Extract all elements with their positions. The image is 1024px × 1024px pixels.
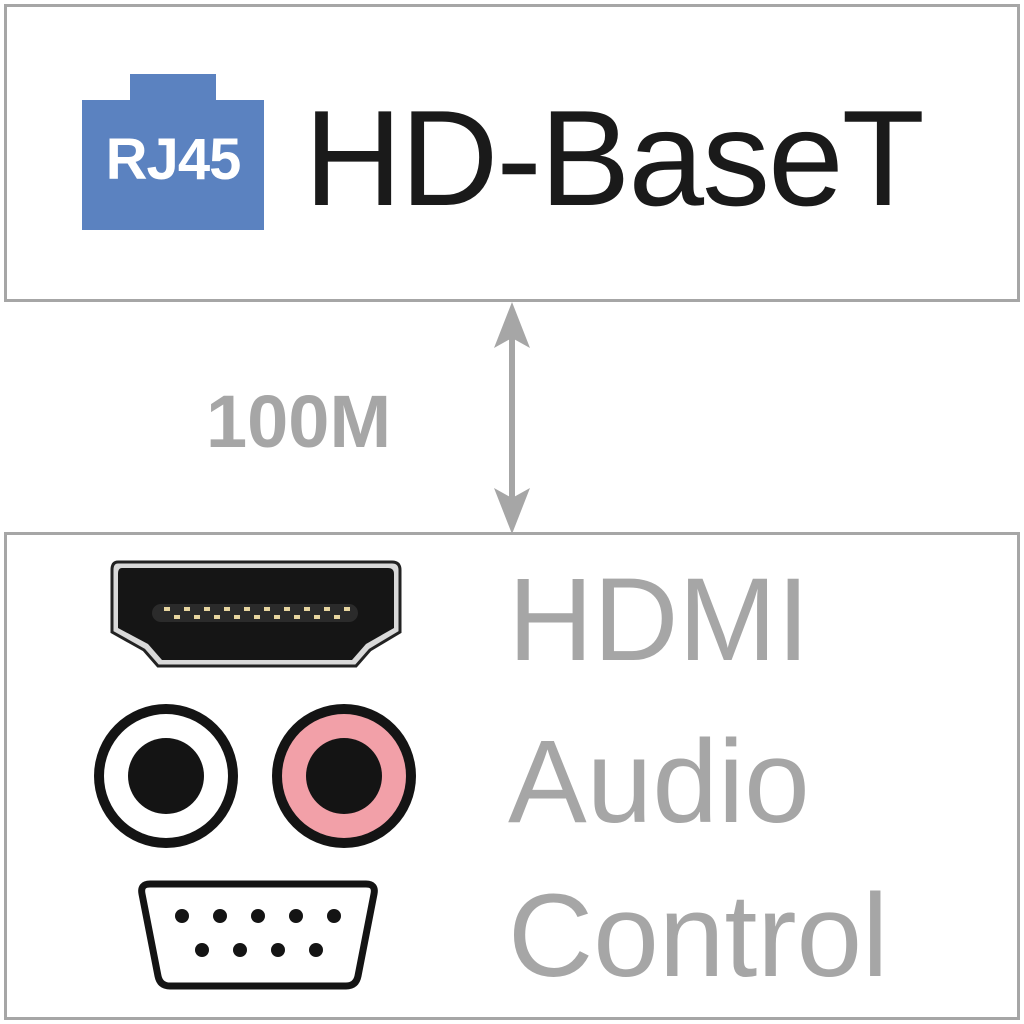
rj45-label: RJ45: [105, 127, 242, 192]
rca-audio-jacks-icon: [94, 704, 416, 848]
hdbaset-title: HD-BaseT: [304, 82, 925, 234]
hdmi-label: HDMI: [508, 554, 810, 686]
bidirectional-arrow-icon: [494, 302, 530, 534]
hdmi-port-icon: [110, 560, 402, 668]
audio-label: Audio: [508, 716, 810, 848]
control-label: Control: [508, 870, 889, 1002]
link-speed-label: 100M: [206, 380, 392, 463]
db9-serial-port-icon: [138, 880, 378, 990]
rj45-icon: [82, 74, 264, 230]
